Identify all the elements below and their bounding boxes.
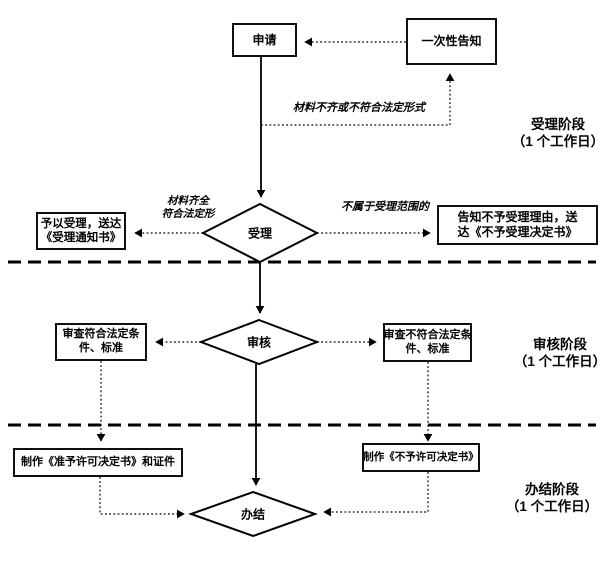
decision-review-diamond bbox=[198, 318, 320, 366]
stage-accept-name: 受理阶段 bbox=[530, 117, 585, 132]
stage-accept-duration: （1 个工作日） bbox=[511, 134, 605, 149]
review-pass-line2: 件、标准 bbox=[79, 342, 123, 354]
edge-label-materials-incomplete: 材料不齐或不符合法定形式 bbox=[293, 102, 425, 114]
materials-complete-line2: 符合法定形 bbox=[161, 207, 215, 220]
decision-accept-diamond bbox=[200, 202, 320, 264]
edge-label-out-of-scope: 不属于受理范围的 bbox=[341, 201, 429, 213]
review-diamond-label: 审核 bbox=[246, 335, 272, 350]
decision-finish-diamond bbox=[188, 490, 318, 538]
make-deny-label: 制作《不予许可决定书》 bbox=[363, 450, 479, 463]
node-review-fail-box: 审查不符合法定条 件、标准 bbox=[383, 323, 472, 362]
edge-label-materials-complete: 材料齐全 符合法定形 bbox=[162, 195, 215, 220]
node-apply-box: 申请 bbox=[232, 23, 297, 57]
stage-finish-name: 办结阶段 bbox=[524, 482, 579, 497]
connector-deny-to-finish bbox=[323, 472, 429, 517]
make-permit-label: 制作《准予许可决定书》和证件 bbox=[21, 455, 175, 468]
connector-incomplete-to-notice bbox=[261, 73, 455, 126]
node-review-pass-box: 审查符合法定条 件、标准 bbox=[55, 323, 147, 361]
materials-complete-line1: 材料齐全 bbox=[167, 195, 209, 207]
review-pass-line1: 审查符合法定条 bbox=[62, 328, 140, 341]
stage-label-accept: 受理阶段 （1 个工作日） bbox=[512, 116, 604, 150]
node-apply-label: 申请 bbox=[252, 32, 277, 47]
accept-notice-line1: 予以受理，送达 bbox=[40, 217, 122, 230]
reject-notice-line1: 告知不予受理理由，送 bbox=[457, 210, 578, 224]
node-one-time-notice-label: 一次性告知 bbox=[421, 34, 482, 48]
review-fail-line2: 件、标准 bbox=[405, 342, 450, 355]
node-make-permit-box: 制作《准予许可决定书》和证件 bbox=[13, 448, 183, 477]
stage-review-name: 审核阶段 bbox=[532, 337, 587, 352]
review-fail-line1: 审查不符合法定条 bbox=[383, 328, 472, 341]
node-one-time-notice-box: 一次性告知 bbox=[406, 18, 497, 65]
node-make-deny-box: 制作《不予许可决定书》 bbox=[362, 443, 480, 472]
node-reject-notice-box: 告知不予受理理由，送 达《不予受理决定书》 bbox=[437, 205, 598, 245]
stage-review-duration: （1 个工作日） bbox=[513, 354, 605, 369]
stage-label-finish: 办结阶段 （1 个工作日） bbox=[506, 481, 598, 515]
connector-permit-to-finish bbox=[99, 477, 185, 519]
accept-notice-line2: 《受理通知书》 bbox=[40, 232, 122, 244]
accept-diamond-label: 受理 bbox=[247, 226, 273, 241]
reject-notice-line2: 达《不予受理决定书》 bbox=[457, 225, 578, 239]
stage-label-review: 审核阶段 （1 个工作日） bbox=[514, 336, 605, 370]
stage-finish-duration: （1 个工作日） bbox=[505, 499, 599, 514]
finish-diamond-label: 办结 bbox=[240, 507, 266, 522]
node-accept-notice-box: 予以受理，送达 《受理通知书》 bbox=[36, 212, 126, 250]
